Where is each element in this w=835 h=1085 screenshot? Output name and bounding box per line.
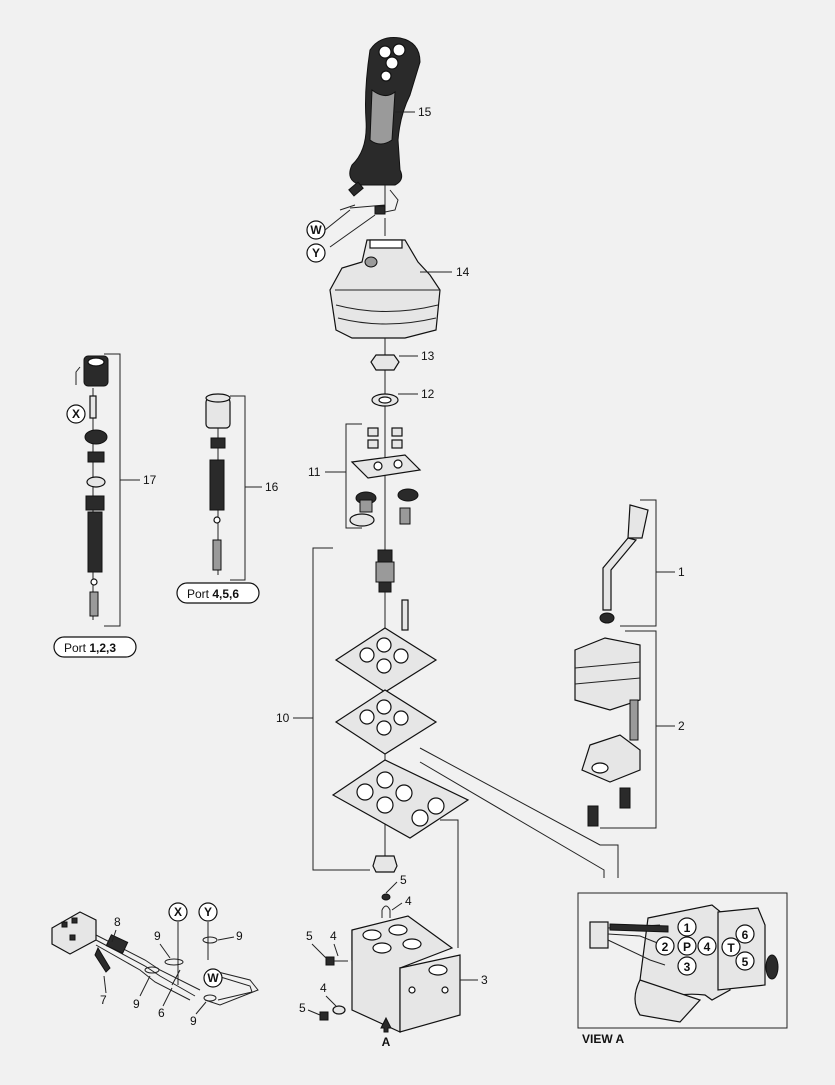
callout-3: 3 <box>481 973 488 987</box>
callout-9b: 9 <box>236 929 243 943</box>
svg-text:X: X <box>174 905 182 919</box>
svg-text:P: P <box>683 940 691 954</box>
callout-4c: 4 <box>320 981 327 995</box>
view-a-label: VIEW A <box>582 1032 625 1046</box>
callout-5a: 5 <box>400 873 407 887</box>
view-a-port-p: P <box>677 936 697 956</box>
svg-text:T: T <box>727 941 735 955</box>
joystick-handle <box>349 37 421 186</box>
view-a-port-5: 5 <box>735 951 755 971</box>
view-arrow-a: A <box>380 1016 392 1049</box>
connector-x-bottom: X <box>168 902 188 922</box>
callout-13: 13 <box>421 349 435 363</box>
small-boot-2 <box>574 630 657 829</box>
svg-text:X: X <box>72 407 80 421</box>
view-a-port-4: 4 <box>697 936 717 956</box>
lever-1 <box>599 499 657 627</box>
plunger-assembly-17 <box>75 353 121 627</box>
washer-12 <box>371 393 399 407</box>
callout-8: 8 <box>114 915 121 929</box>
nut-13 <box>370 354 400 371</box>
callout-15: 15 <box>418 105 432 119</box>
callout-2: 2 <box>678 719 685 733</box>
connector-y-top: Y <box>306 243 326 263</box>
callout-16: 16 <box>265 480 279 494</box>
port-456-label: Port 4,5,6 <box>176 582 260 604</box>
fasteners <box>319 893 391 1021</box>
view-a-port-3: 3 <box>677 956 697 976</box>
connector-w-top: W <box>306 220 326 240</box>
svg-text:Y: Y <box>312 246 320 260</box>
callout-4a: 4 <box>405 894 412 908</box>
callout-4b: 4 <box>330 929 337 943</box>
svg-text:A: A <box>382 1035 391 1049</box>
rubber-boot <box>329 239 441 339</box>
svg-text:5: 5 <box>742 955 749 969</box>
svg-text:3: 3 <box>684 960 691 974</box>
valve-body <box>351 819 461 1033</box>
callout-9a: 9 <box>154 929 161 943</box>
view-a-port-t: T <box>721 937 741 957</box>
callout-5b: 5 <box>306 929 313 943</box>
connector-x-left: X <box>66 404 86 424</box>
view-a-port-2: 2 <box>655 936 675 956</box>
svg-text:W: W <box>310 223 322 237</box>
connector-y-bottom: Y <box>198 902 218 922</box>
svg-text:2: 2 <box>662 940 669 954</box>
cam-plate-assembly <box>345 423 422 529</box>
callout-14: 14 <box>456 265 470 279</box>
view-a-port-1: 1 <box>677 917 697 937</box>
callout-12: 12 <box>421 387 435 401</box>
svg-text:1: 1 <box>684 921 691 935</box>
callout-5c: 5 <box>299 1001 306 1015</box>
svg-text:Port 4,5,6: Port 4,5,6 <box>187 587 239 601</box>
port-123-label: Port 1,2,3 <box>53 636 137 658</box>
plunger-stack <box>312 547 470 873</box>
handle-wires <box>329 181 399 248</box>
callout-11: 11 <box>308 465 321 479</box>
wiring-harness <box>51 911 259 1006</box>
callout-9d: 9 <box>190 1014 197 1028</box>
callout-7: 7 <box>100 993 107 1007</box>
callout-17: 17 <box>143 473 157 487</box>
plunger-assembly-16 <box>205 393 246 581</box>
callout-9c: 9 <box>133 997 140 1011</box>
connector-w-bottom: W <box>203 968 223 988</box>
view-a-port-6: 6 <box>735 924 755 944</box>
svg-text:Y: Y <box>204 905 212 919</box>
svg-text:6: 6 <box>742 928 749 942</box>
svg-text:4: 4 <box>704 940 711 954</box>
svg-text:W: W <box>207 971 219 985</box>
svg-text:Port 1,2,3: Port 1,2,3 <box>64 641 116 655</box>
callout-10: 10 <box>276 711 290 725</box>
callout-1: 1 <box>678 565 685 579</box>
callout-6: 6 <box>158 1006 165 1020</box>
